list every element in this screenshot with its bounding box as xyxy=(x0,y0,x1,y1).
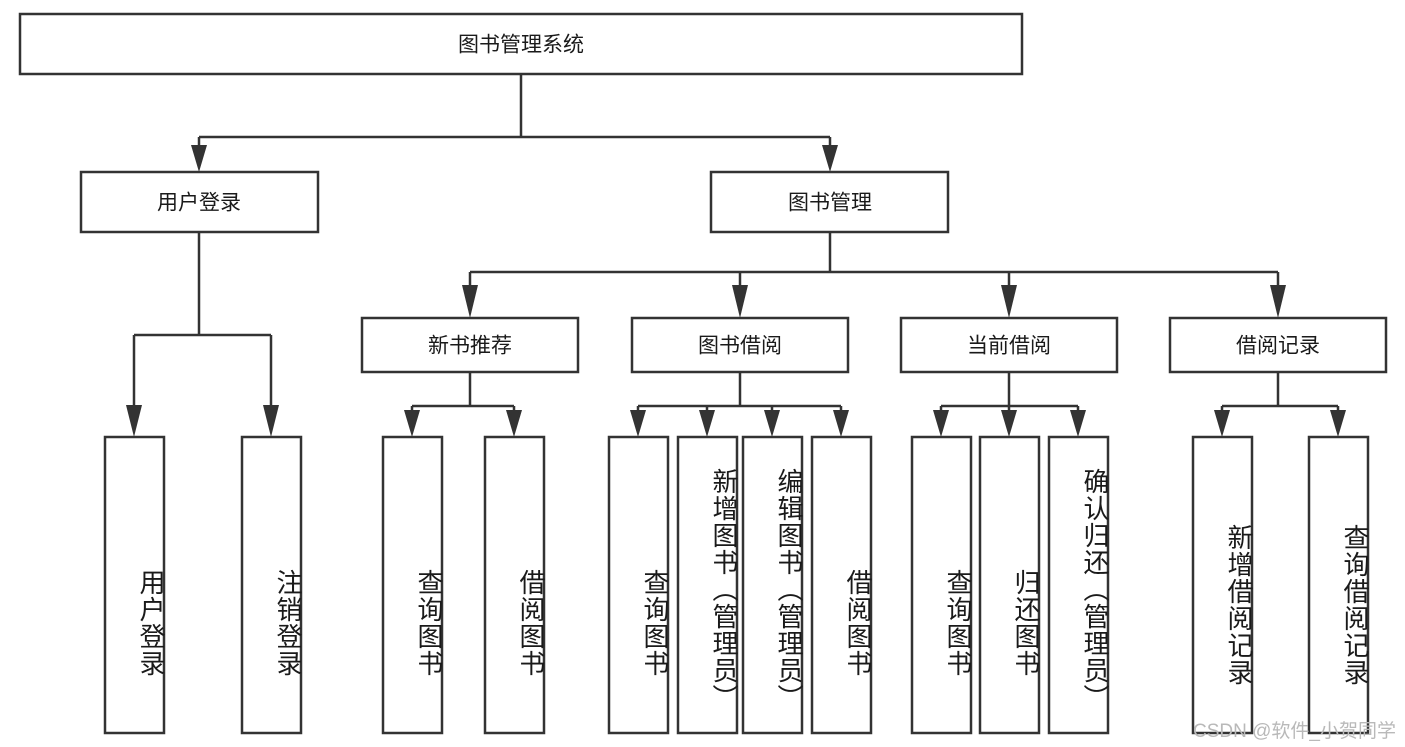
node-current-borrow[interactable]: 当前借阅 xyxy=(899,316,1119,374)
leaf-edit-book-box[interactable] xyxy=(741,435,804,735)
arrow-to-leaf-user-login xyxy=(126,405,142,437)
node-borrow-record-label: 借阅记录 xyxy=(1236,335,1320,358)
arrow-to-leaf-query-book-3 xyxy=(933,410,949,437)
arrow-to-book-borrow xyxy=(732,285,748,318)
node-borrow-record[interactable]: 借阅记录 xyxy=(1168,316,1388,374)
arrow-to-borrow-record xyxy=(1270,285,1286,318)
arrow-to-user-login xyxy=(191,145,207,172)
arrow-to-new-book-recommend xyxy=(462,285,478,318)
arrow-to-book-manage xyxy=(822,145,838,172)
node-user-login-label: 用户登录 xyxy=(157,192,241,215)
leaf-query-book-3-box[interactable] xyxy=(910,435,973,735)
node-new-book-recommend-label: 新书推荐 xyxy=(428,335,512,358)
node-book-borrow-box[interactable] xyxy=(630,316,850,374)
node-borrow-record-box[interactable] xyxy=(1168,316,1388,374)
leaf-user-login-box[interactable] xyxy=(103,435,166,735)
leaf-add-book-box[interactable] xyxy=(676,435,739,735)
node-book-manage-label: 图书管理 xyxy=(788,192,872,215)
node-root-box[interactable] xyxy=(18,12,1024,76)
node-book-borrow-label: 图书借阅 xyxy=(698,335,782,358)
arrow-to-leaf-borrow-book-1 xyxy=(506,410,522,437)
arrow-to-leaf-query-book-1 xyxy=(404,410,420,437)
arrow-to-leaf-logout-login xyxy=(263,405,279,437)
arrow-to-leaf-edit-book xyxy=(764,410,780,437)
leaf-query-record-box[interactable] xyxy=(1307,435,1370,735)
arrow-to-leaf-return-book xyxy=(1001,410,1017,437)
node-new-book-recommend[interactable]: 新书推荐 xyxy=(360,316,580,374)
node-user-login-box[interactable] xyxy=(79,170,320,234)
arrow-to-leaf-add-book xyxy=(699,410,715,437)
node-book-manage[interactable]: 图书管理 xyxy=(709,170,950,234)
node-current-borrow-label: 当前借阅 xyxy=(967,335,1051,358)
arrow-to-leaf-query-record xyxy=(1330,410,1346,437)
leaf-return-book-box[interactable] xyxy=(978,435,1041,735)
node-book-manage-box[interactable] xyxy=(709,170,950,234)
leaf-borrow-book-1-box[interactable] xyxy=(483,435,546,735)
arrow-to-leaf-query-book-2 xyxy=(630,410,646,437)
node-new-book-recommend-box[interactable] xyxy=(360,316,580,374)
arrow-to-leaf-confirm-return xyxy=(1070,410,1086,437)
leaf-query-book-1-box[interactable] xyxy=(381,435,444,735)
arrow-to-current-borrow xyxy=(1001,285,1017,318)
leaf-logout-login-box[interactable] xyxy=(240,435,303,735)
leaf-add-record-box[interactable] xyxy=(1191,435,1254,735)
node-user-login[interactable]: 用户登录 xyxy=(79,170,320,234)
node-book-borrow[interactable]: 图书借阅 xyxy=(630,316,850,374)
leaf-borrow-book-2-box[interactable] xyxy=(810,435,873,735)
connector-group xyxy=(126,74,1346,437)
node-root-label: 图书管理系统 xyxy=(458,34,584,57)
node-root[interactable]: 图书管理系统 xyxy=(18,12,1024,76)
csdn-watermark: CSDN @软件_小贺同学 xyxy=(1193,721,1396,742)
leaf-query-book-2-box[interactable] xyxy=(607,435,670,735)
leaf-box-group xyxy=(103,435,1370,735)
arrow-to-leaf-borrow-book-2 xyxy=(833,410,849,437)
leaf-confirm-return-box[interactable] xyxy=(1047,435,1110,735)
arrow-to-leaf-add-record xyxy=(1214,410,1230,437)
node-current-borrow-box[interactable] xyxy=(899,316,1119,374)
